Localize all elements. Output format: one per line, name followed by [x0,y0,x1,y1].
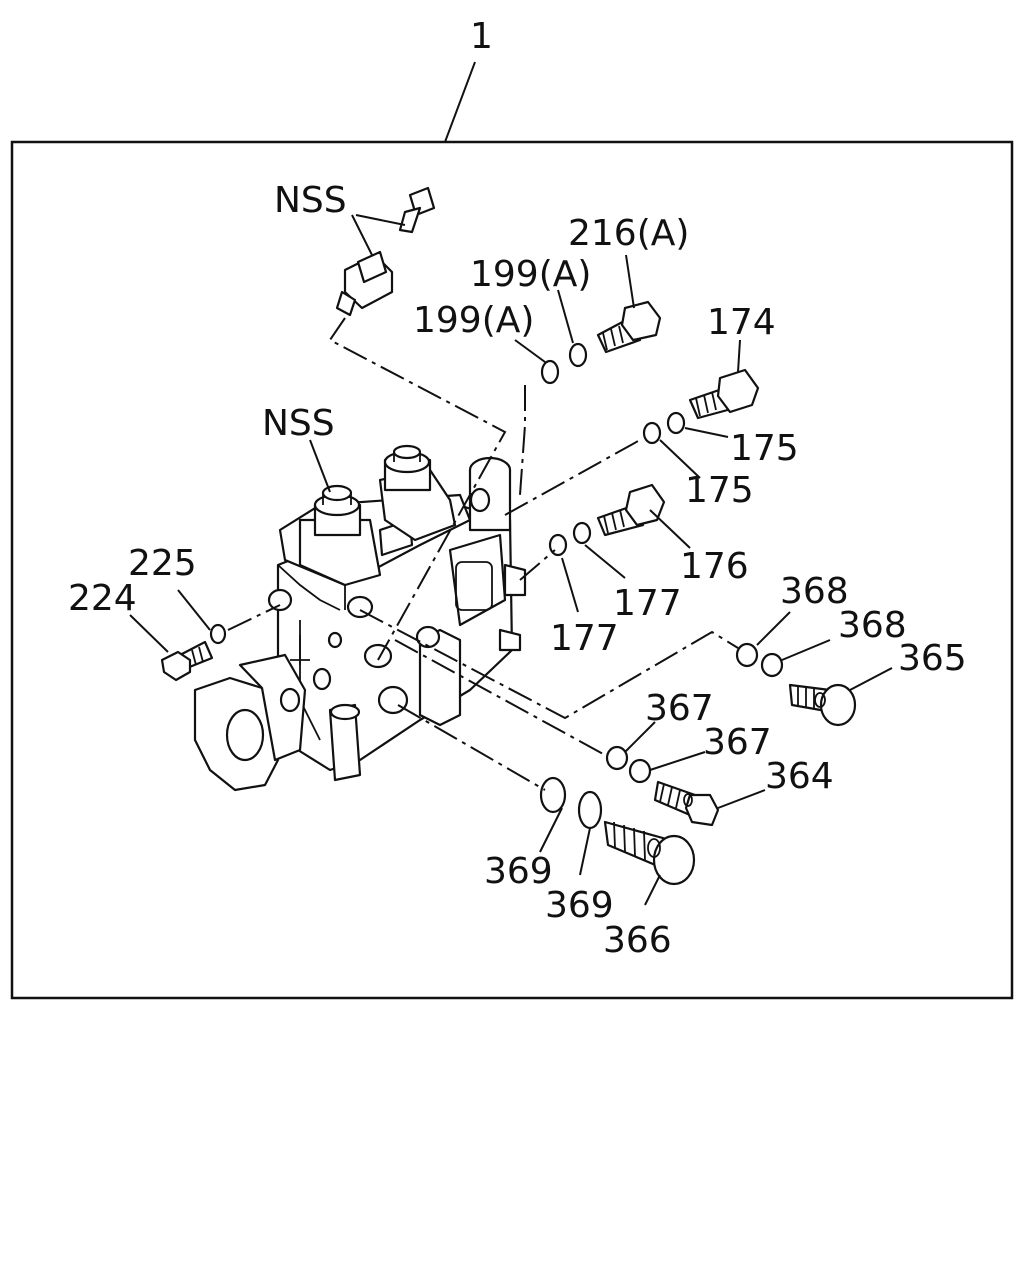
label-199a-outer: 199(A) [470,254,591,295]
label-369-inner: 369 [545,885,614,926]
label-369-outer: 369 [484,851,553,892]
nss-sensor [335,250,394,317]
label-216a: 216(A) [568,213,689,254]
label-367-outer: 367 [645,688,714,729]
label-368-outer: 368 [780,571,849,612]
washer-175-inner [642,421,662,445]
label-367-inner: 367 [703,722,772,763]
banjo-bolt-366 [603,820,696,886]
label-nss-sensor: NSS [274,180,347,221]
bolt-224 [160,640,214,682]
label-366: 366 [603,920,672,961]
label-176: 176 [680,546,749,587]
washer-369-inner [539,776,567,814]
label-199a-inner: 199(A) [413,300,534,341]
label-364: 364 [765,756,834,797]
bolt-176 [596,483,666,537]
banjo-bolt-216 [596,300,662,354]
washer-225 [209,623,227,645]
label-225: 225 [128,543,197,584]
assembly-leader [444,61,476,143]
label-175-outer: 175 [730,428,799,469]
drive-flange [193,653,307,792]
washer-368-inner [735,642,759,668]
pump-tower-rear [378,444,457,542]
bolt-174 [688,368,760,420]
washer-367-outer [628,758,652,784]
label-368-inner: 368 [838,605,907,646]
washer-175-outer [666,411,686,435]
label-177-outer: 177 [613,583,682,624]
label-224: 224 [68,578,137,619]
washer-369-outer [577,790,603,830]
alignment-lines [227,317,739,791]
label-175-inner: 175 [685,470,754,511]
washer-177-outer [572,521,592,545]
label-365: 365 [898,638,967,679]
banjo-bolt-365 [788,683,857,727]
banjo-bolt-364 [653,780,720,827]
label-assembly: 1 [470,16,493,57]
label-nss-pump: NSS [262,403,335,444]
callout-leaders [129,214,893,906]
washer-368-outer [760,652,784,678]
nss-sensor-bolt [398,186,436,234]
washer-199a-outer [568,342,588,368]
washer-199a-inner [540,359,560,385]
label-177-inner: 177 [550,618,619,659]
label-174: 174 [707,302,776,343]
washer-367-inner [605,745,629,771]
assembly-frame [10,140,1014,1000]
